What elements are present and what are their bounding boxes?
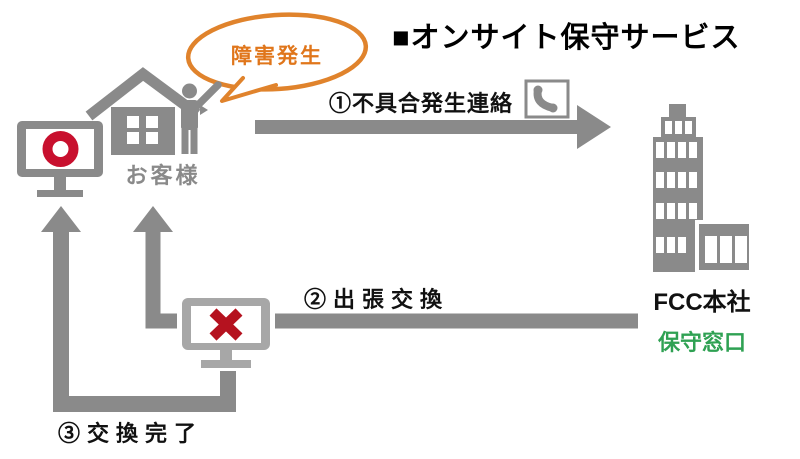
step1-label: ①不具合発生連絡 xyxy=(329,91,514,116)
building-icon xyxy=(653,104,753,274)
step2-label: ②出張交換 xyxy=(304,287,450,312)
step2-arrow xyxy=(133,206,638,329)
house-person-icon xyxy=(85,67,222,155)
speech-bubble xyxy=(185,12,369,103)
failure-callout-label: 障害発生 xyxy=(231,45,323,68)
monitor-ng-icon xyxy=(177,293,275,368)
customer-label: お客様 xyxy=(125,163,201,188)
step3-label: ③交換完了 xyxy=(58,421,204,446)
page-title: ■オンサイト保守サービス xyxy=(392,22,741,54)
step3-arrow xyxy=(41,206,236,412)
phone-icon xyxy=(524,79,570,119)
step1-arrow xyxy=(255,105,611,149)
monitor-ok-icon xyxy=(17,121,103,197)
maintenance-desk-label: 保守窓口 xyxy=(657,330,746,355)
headquarters-label: FCC本社 xyxy=(653,289,751,316)
